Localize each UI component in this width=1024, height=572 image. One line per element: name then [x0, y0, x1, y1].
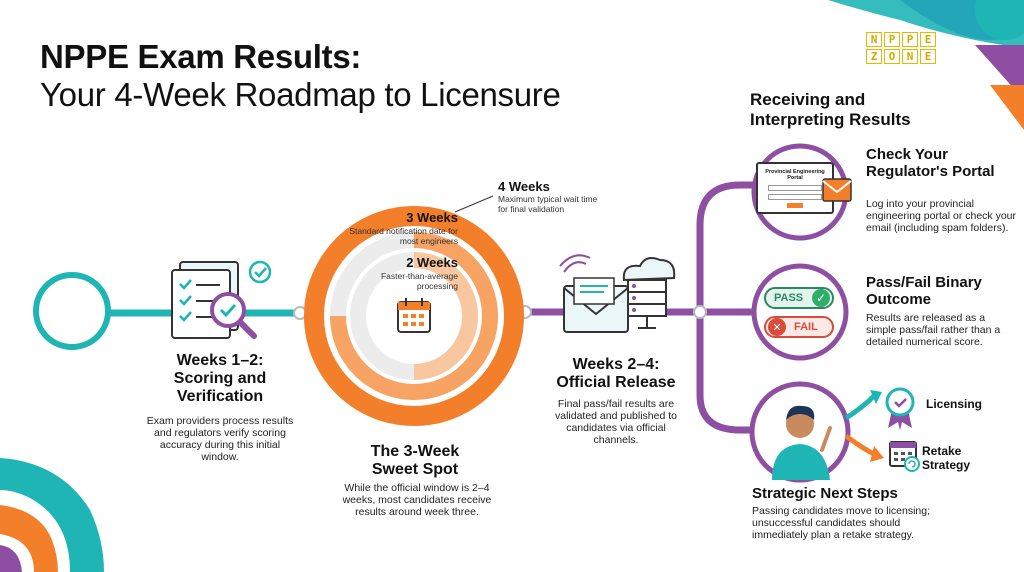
next-steps-circle [749, 381, 851, 483]
next-steps-heading: Strategic Next Steps [752, 485, 898, 502]
week4-ring-arc [304, 206, 524, 426]
pass-label: PASS [774, 292, 804, 304]
step2-body: Final pass/fail results are validated an… [554, 398, 677, 446]
corner-decoration-bottom-left [0, 458, 104, 572]
licensing-label: Licensing [926, 397, 983, 411]
step1-body: Exam providers process results and regul… [146, 415, 294, 463]
week4-label: 4 Weeks [498, 179, 550, 194]
week4-leader [454, 195, 494, 213]
retake-calendar-icon [889, 441, 920, 472]
envelope-icon [822, 178, 852, 202]
logo-letter: N [902, 49, 918, 64]
week3-label: 3 Weeks [406, 210, 458, 225]
fail-label: FAIL [794, 321, 818, 333]
step1-heading: Weeks 1–2: Scoring and Verification [173, 352, 267, 405]
check-portal-body: Log into your provincial engineering por… [866, 198, 1017, 234]
page-title: NPPE Exam Results: [40, 38, 362, 75]
ring-chart [304, 206, 524, 426]
week2-ring-arc [413, 252, 478, 380]
week3-desc: Standard notification date for most engi… [349, 226, 458, 246]
week3-ring-arc [330, 232, 498, 400]
week4-desc: Maximum typical wait time for final vali… [498, 194, 598, 214]
corner-decoration-top-right [828, 0, 1024, 130]
portal-screen: Provincial Engineering Portal [756, 162, 834, 214]
licensing-badge-icon [885, 387, 915, 430]
calendar-icon [388, 290, 440, 342]
portal-username-field [768, 185, 822, 191]
portal-password-field [768, 194, 822, 200]
week2-label: 2 Weeks [406, 255, 458, 270]
pass-pill: PASS ✓ [764, 287, 834, 309]
x-icon: ✕ [768, 318, 786, 336]
sweet-spot-heading: The 3-Week Sweet Spot [370, 443, 460, 478]
passfail-circle [751, 263, 849, 361]
portal-login-button [787, 203, 803, 208]
email-cloud-server-icon [559, 254, 676, 333]
fail-pill: ✕ FAIL [764, 316, 834, 338]
document-checklist-magnifier-icon [171, 260, 272, 339]
step2-heading: Weeks 2–4: Official Release [556, 356, 676, 391]
nppe-zone-logo: N P P E Z O N E [866, 32, 938, 68]
logo-letter: O [884, 49, 900, 64]
passfail-heading: Pass/Fail Binary Outcome [866, 274, 982, 308]
logo-letter: N [866, 32, 882, 47]
receiving-heading: Receiving and Interpreting Results [750, 90, 911, 129]
next-steps-arrows [844, 390, 884, 462]
check-icon: ✓ [812, 289, 830, 307]
sweet-spot-body: While the official window is 2–4 weeks, … [342, 482, 492, 518]
passfail-body: Results are released as a simple pass/fa… [866, 312, 1001, 348]
logo-letter: E [920, 32, 936, 47]
logo-letter: Z [866, 49, 882, 64]
retake-label: Retake Strategy [922, 444, 971, 472]
check-portal-heading: Check Your Regulator's Portal [866, 146, 995, 180]
logo-letter: P [902, 32, 918, 47]
page-subtitle: Your 4-Week Roadmap to Licensure [40, 76, 561, 113]
week2-desc: Faster-than-average processing [380, 271, 458, 291]
logo-letter: P [884, 32, 900, 47]
portal-title: Provincial Engineering Portal [765, 169, 825, 181]
next-steps-body: Passing candidates move to licensing; un… [752, 505, 931, 541]
logo-letter: E [920, 49, 936, 64]
